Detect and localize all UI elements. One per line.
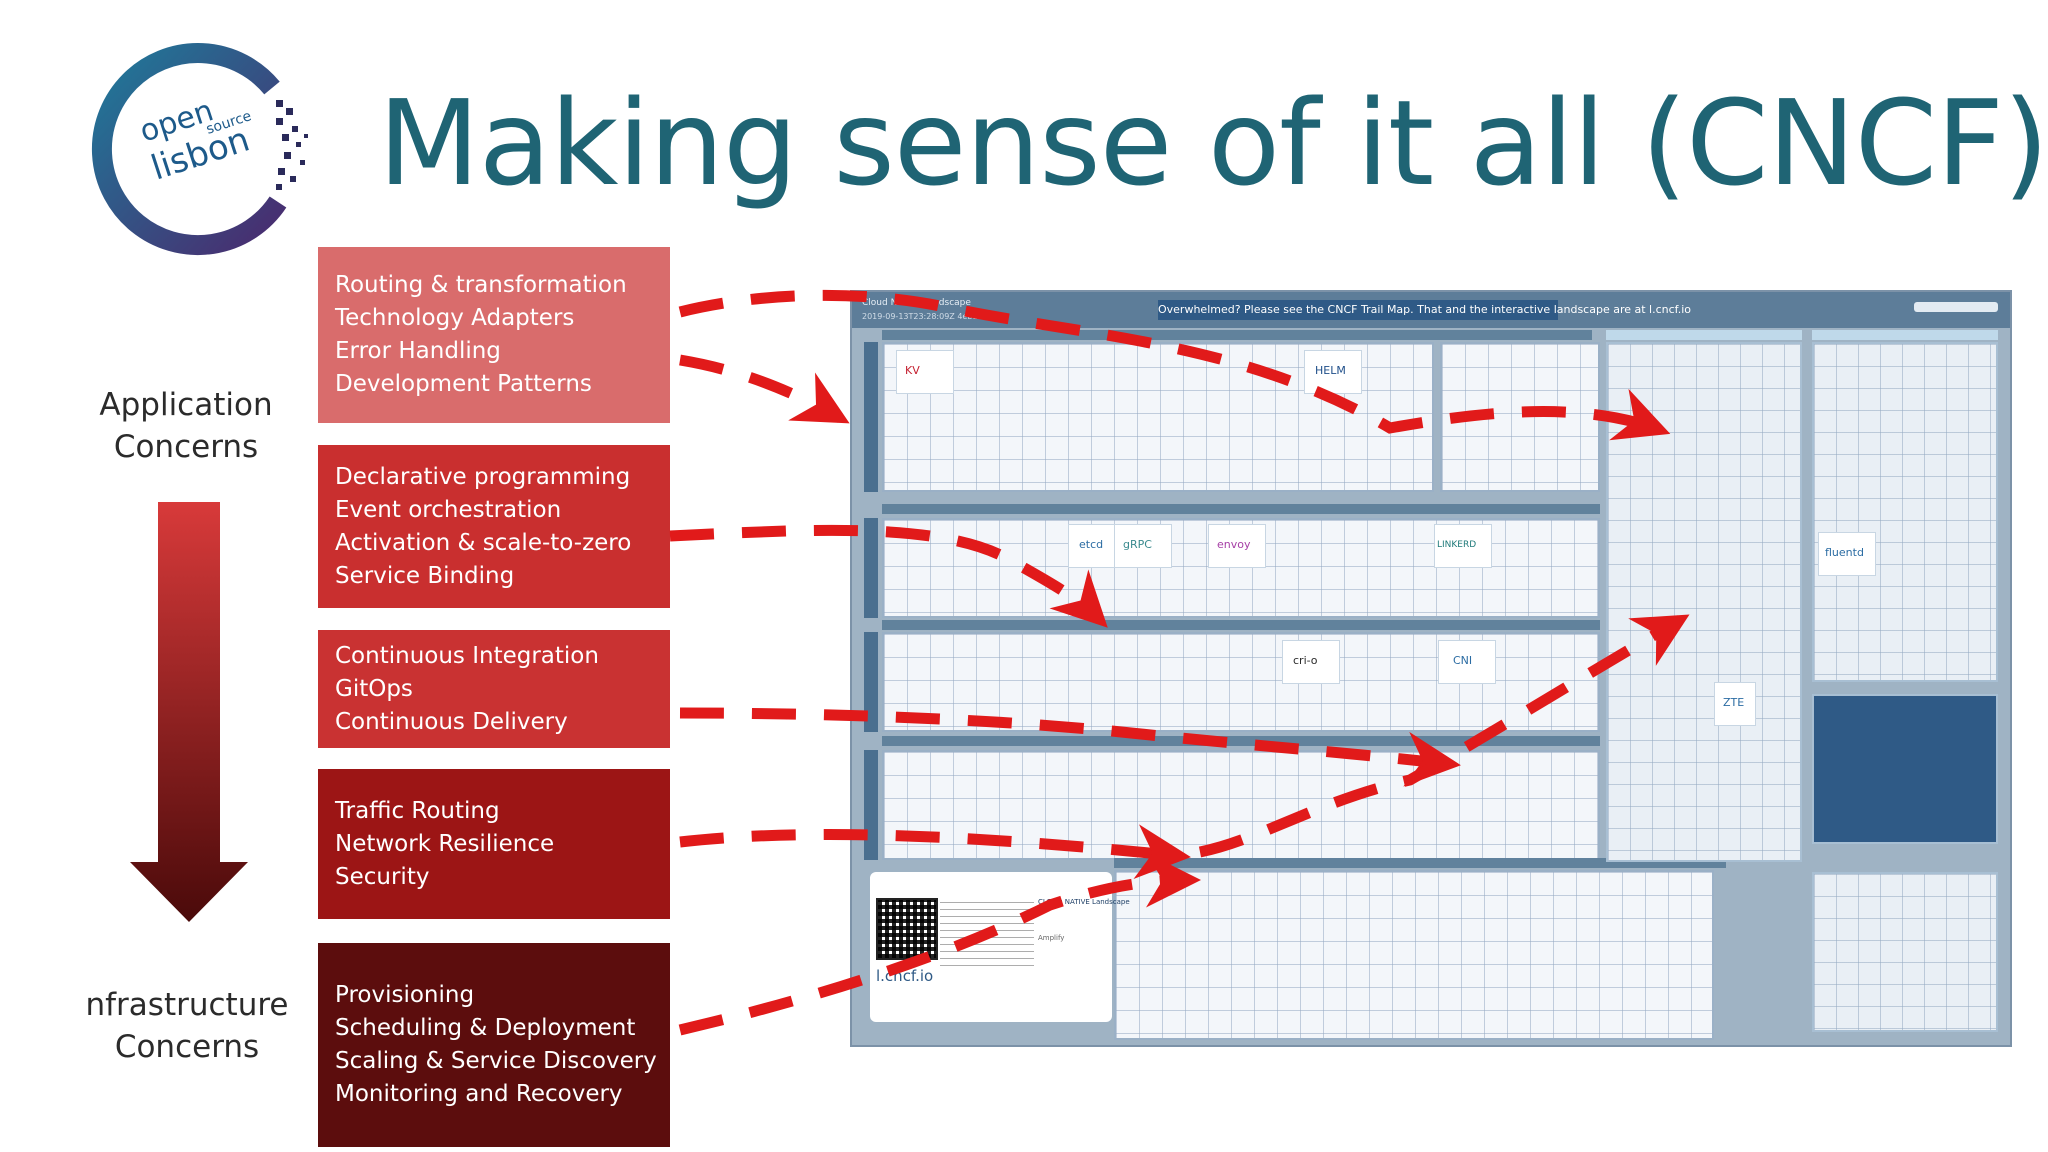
infrastructure-concerns-line-2: Concerns — [114, 1029, 260, 1065]
landscape-column-platform — [1606, 342, 1802, 862]
concern-item: Declarative programming — [335, 463, 631, 490]
landscape-banner: Overwhelmed? Please see the CNCF Trail M… — [1158, 300, 1691, 320]
landscape-header: Cloud Native Landscape 2019-09-13T23:28:… — [852, 292, 2010, 328]
landscape-members-panel — [1812, 872, 1998, 1032]
concern-item: Error Handling — [335, 338, 501, 364]
concern-box-cicd: Continuous Integration GitOps Continuous… — [318, 630, 670, 748]
landscape-tile-label: gRPC — [1123, 538, 1152, 551]
concern-item: GitOps — [335, 675, 413, 702]
concern-item: Traffic Routing — [335, 797, 500, 824]
landscape-card-logo: CLOUD NATIVE Landscape — [1038, 898, 1130, 906]
arrow-development-to-landscape — [679, 354, 850, 424]
landscape-card-logo-2: Amplify — [1038, 934, 1065, 942]
landscape-tile-label: LINKERD — [1437, 540, 1477, 550]
landscape-url: l.cncf.io — [876, 967, 934, 985]
landscape-tile-label: cri-o — [1293, 654, 1318, 667]
landscape-section-header — [882, 330, 1592, 340]
concern-item: Continuous Integration — [335, 642, 599, 669]
landscape-side-label — [864, 518, 878, 618]
concern-item: Monitoring and Recovery — [335, 1081, 623, 1107]
landscape-tile-label: CNI — [1453, 654, 1473, 667]
landscape-column-observability — [1812, 342, 1998, 682]
landscape-section-header — [1114, 858, 1726, 868]
landscape-header-pill — [1914, 302, 1998, 312]
landscape-side-label — [864, 750, 878, 860]
landscape-tile-zte: ZTE — [1714, 682, 1756, 726]
application-concerns-line-1: Application — [99, 387, 273, 423]
landscape-tile-fluentd: fluentd — [1818, 532, 1876, 576]
landscape-serverless-panel — [1812, 694, 1998, 844]
concern-item: Routing & transformation — [335, 272, 627, 298]
down-arrow-icon — [130, 502, 248, 922]
concern-item: Technology Adapters — [335, 305, 575, 331]
landscape-column-header — [1812, 330, 1998, 340]
application-concerns-line-2: Concerns — [113, 429, 259, 465]
landscape-header-title: Cloud Native Landscape — [862, 298, 971, 308]
landscape-tile-label: ZTE — [1723, 696, 1745, 709]
landscape-header-date: 2019-09-13T23:28:09Z 4ebd3857 — [862, 312, 998, 321]
concern-box-orchestration: Declarative programming Event orchestrat… — [318, 445, 670, 608]
landscape-tile-label: fluentd — [1825, 546, 1864, 559]
concern-box-networking: Traffic Routing Network Resilience Secur… — [318, 769, 670, 919]
concern-item: Development Patterns — [335, 371, 592, 397]
slide-title: Making sense of it all (CNCF) — [378, 74, 2048, 212]
concern-item: Scaling & Service Discovery — [335, 1048, 657, 1074]
landscape-column-header — [1606, 330, 1802, 340]
landscape-tile-helm: HELM — [1304, 350, 1362, 394]
concern-item: Scheduling & Deployment — [335, 1015, 636, 1041]
concern-item: Service Binding — [335, 562, 515, 589]
landscape-section-provisioning — [882, 750, 1600, 860]
landscape-tile-cni: CNI — [1438, 640, 1496, 684]
landscape-side-label — [864, 342, 878, 492]
open-source-lisbon-logo: open source lisbon — [91, 43, 308, 256]
concern-item: Activation & scale-to-zero — [335, 529, 632, 556]
concern-item: Event orchestration — [335, 496, 562, 523]
landscape-tile-crio: cri-o — [1282, 640, 1340, 684]
concern-item: Continuous Delivery — [335, 708, 568, 735]
qr-code-icon — [876, 898, 938, 960]
concern-item: Provisioning — [335, 982, 475, 1008]
landscape-section-ci-cd — [1440, 342, 1600, 492]
landscape-section-header — [882, 620, 1600, 630]
cncf-landscape-image: Cloud Native Landscape 2019-09-13T23:28:… — [850, 290, 2012, 1047]
landscape-tile-grpc: gRPC — [1114, 524, 1172, 568]
landscape-section-header — [882, 736, 1600, 746]
landscape-side-label — [864, 632, 878, 732]
landscape-card-text — [940, 902, 1034, 972]
landscape-tile-linkerd: LINKERD — [1434, 524, 1492, 568]
landscape-tile-label: envoy — [1217, 538, 1251, 551]
landscape-tile-label: KV — [905, 364, 920, 377]
concern-box-development: Routing & transformation Technology Adap… — [318, 247, 670, 423]
infrastructure-concerns-label: nfrastructure Concerns — [82, 984, 292, 1068]
landscape-section-header — [882, 504, 1600, 514]
landscape-section-certified-providers — [1114, 870, 1714, 1040]
application-concerns-label: Application Concerns — [90, 384, 282, 468]
landscape-tile-kv: KV — [896, 350, 954, 394]
landscape-info-card: CLOUD NATIVE Landscape Amplify l.cncf.io — [870, 872, 1130, 1022]
concern-item: Security — [335, 863, 430, 890]
concern-item: Network Resilience — [335, 830, 555, 857]
landscape-tile-envoy: envoy — [1208, 524, 1266, 568]
infrastructure-concerns-line-1: nfrastructure — [85, 987, 289, 1023]
landscape-tile-label: etcd — [1079, 538, 1104, 551]
concern-box-infrastructure: Provisioning Scheduling & Deployment Sca… — [318, 943, 670, 1147]
landscape-tile-label: HELM — [1315, 364, 1346, 377]
